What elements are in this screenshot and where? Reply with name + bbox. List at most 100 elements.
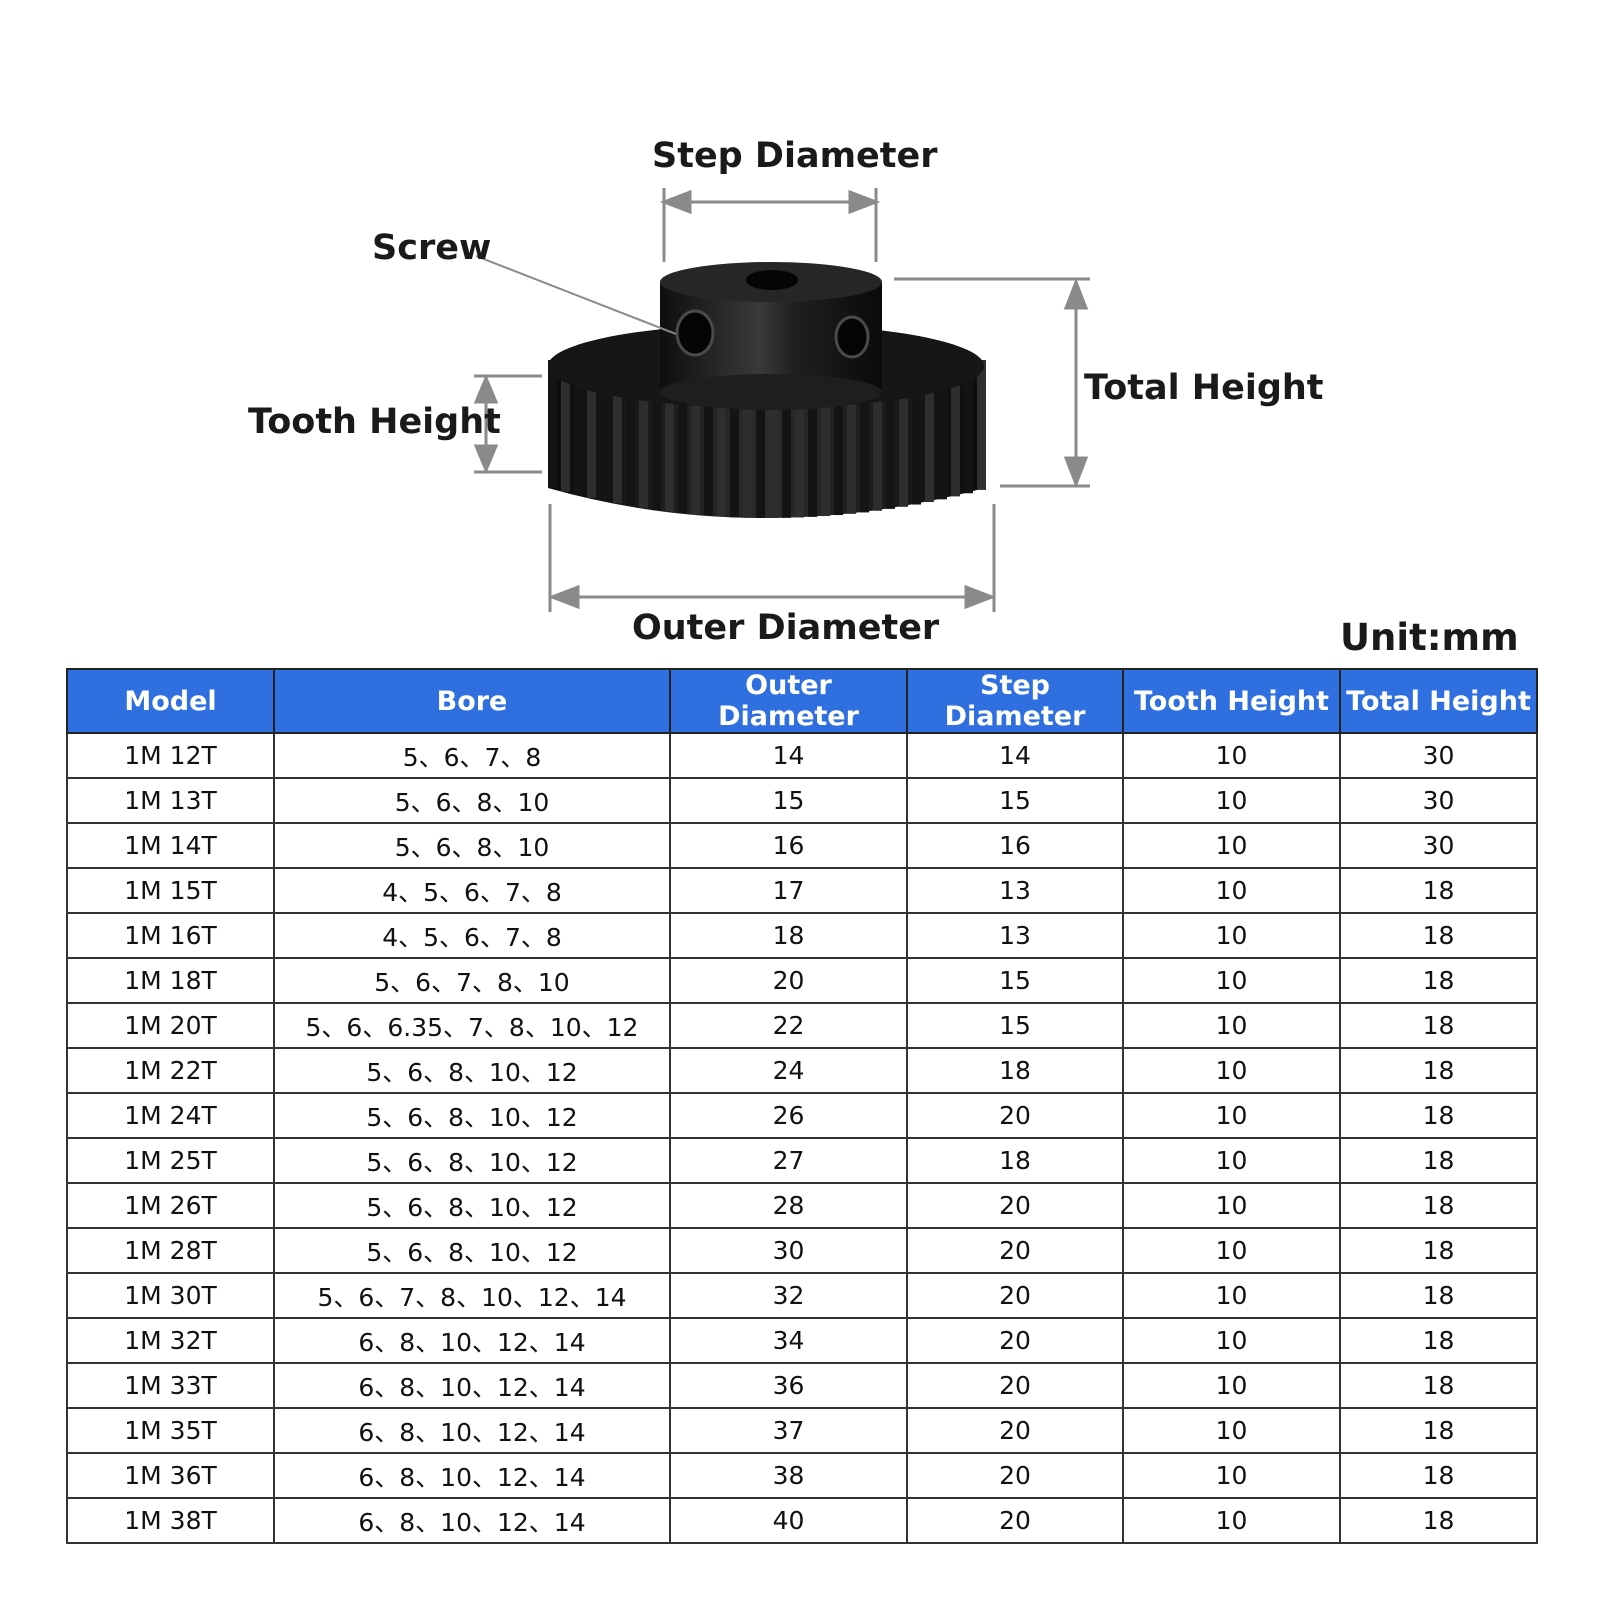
total-height-cell: 18 <box>1339 1362 1538 1409</box>
bore-cell: 6、8、10、12、14 <box>273 1362 671 1409</box>
tooth-height-cell: 10 <box>1122 1362 1341 1409</box>
gear-teeth <box>548 360 986 518</box>
gear-tooth <box>730 360 739 518</box>
outer-diameter-cell: 24 <box>669 1047 908 1094</box>
outer-diameter-cell: 40 <box>669 1497 908 1544</box>
model-cell: 1M 22T <box>66 1047 275 1094</box>
bore-cell: 5、6、7、8、10、12、14 <box>273 1272 671 1319</box>
step-diameter-cell: 16 <box>906 822 1124 869</box>
model-cell: 1M 30T <box>66 1272 275 1319</box>
set-screw-right <box>834 315 870 359</box>
header-bore: Bore <box>273 668 671 734</box>
outer-diameter-cell: 38 <box>669 1452 908 1499</box>
total-height-cell: 18 <box>1339 1002 1538 1049</box>
outer-diameter-cell: 36 <box>669 1362 908 1409</box>
unit-label: Unit:mm <box>1340 616 1519 659</box>
model-cell: 1M 36T <box>66 1452 275 1499</box>
bore-cell: 5、6、6.35、7、8、10、12 <box>273 1002 671 1049</box>
tooth-height-cell: 10 <box>1122 1137 1341 1184</box>
bore-cell: 5、6、8、10、12 <box>273 1227 671 1274</box>
gear-tooth <box>925 360 934 503</box>
screw-leader-line <box>475 255 677 335</box>
outer-diameter-cell: 22 <box>669 1002 908 1049</box>
tooth-height-cell: 10 <box>1122 777 1341 824</box>
model-cell: 1M 16T <box>66 912 275 959</box>
gear-tooth <box>808 360 817 517</box>
total-height-cell: 18 <box>1339 1317 1538 1364</box>
bore-cell: 5、6、8、10、12 <box>273 1047 671 1094</box>
total-height-label: Total Height <box>1084 368 1324 408</box>
step-diameter-cell: 20 <box>906 1272 1124 1319</box>
model-cell: 1M 20T <box>66 1002 275 1049</box>
tooth-height-cell: 10 <box>1122 1497 1341 1544</box>
gear-tooth <box>548 360 557 488</box>
bore-cell: 5、6、7、8 <box>273 732 671 779</box>
total-height-cell: 30 <box>1339 732 1538 779</box>
gear-tooth <box>587 360 596 498</box>
gear-tooth <box>626 360 635 506</box>
bore-cell: 5、6、7、8、10 <box>273 957 671 1004</box>
outer-diameter-cell: 17 <box>669 867 908 914</box>
tooth-height-cell: 10 <box>1122 1227 1341 1274</box>
total-height-cell: 18 <box>1339 1137 1538 1184</box>
bore-cell: 6、8、10、12、14 <box>273 1497 671 1544</box>
header-tooth-height: Tooth Height <box>1122 668 1341 734</box>
set-screw-left <box>675 309 715 357</box>
gear-tooth <box>574 360 583 495</box>
gear-tooth <box>561 360 570 492</box>
gear-image <box>548 262 986 518</box>
gear-tooth <box>704 360 713 516</box>
bore-cell: 5、6、8、10 <box>273 822 671 869</box>
bore-cell: 6、8、10、12、14 <box>273 1407 671 1454</box>
step-diameter-cell: 14 <box>906 732 1124 779</box>
gear-tooth <box>834 360 843 516</box>
total-height-cell: 18 <box>1339 867 1538 914</box>
header-step-diameter: Step Diameter <box>906 668 1124 734</box>
step-diameter-label: Step Diameter <box>652 136 938 176</box>
total-height-cell: 18 <box>1339 1047 1538 1094</box>
model-cell: 1M 33T <box>66 1362 275 1409</box>
gear-tooth <box>860 360 869 513</box>
tooth-height-cell: 10 <box>1122 1182 1341 1229</box>
outer-diameter-cell: 34 <box>669 1317 908 1364</box>
step-diameter-cell: 15 <box>906 1002 1124 1049</box>
step-diameter-cell: 20 <box>906 1182 1124 1229</box>
gear-tooth <box>652 360 661 510</box>
gear-tooth <box>613 360 622 504</box>
total-height-cell: 18 <box>1339 1407 1538 1454</box>
total-height-cell: 18 <box>1339 1272 1538 1319</box>
arrow-head <box>547 584 580 610</box>
step-diameter-cell: 20 <box>906 1227 1124 1274</box>
gear-tooth <box>678 360 687 514</box>
model-cell: 1M 25T <box>66 1137 275 1184</box>
screw-label: Screw <box>372 228 492 268</box>
arrow-head <box>848 189 881 215</box>
arrow-head <box>473 374 499 404</box>
tooth-height-label: Tooth Height <box>248 402 501 442</box>
outer-diameter-cell: 16 <box>669 822 908 869</box>
tooth-height-cell: 10 <box>1122 1002 1341 1049</box>
gear-tooth <box>964 360 973 494</box>
total-height-cell: 18 <box>1339 912 1538 959</box>
tooth-height-cell: 10 <box>1122 957 1341 1004</box>
step-diameter-cell: 13 <box>906 867 1124 914</box>
dimension-lines <box>473 188 1090 612</box>
gear-tooth <box>886 360 895 509</box>
bore-cell: 5、6、8、10、12 <box>273 1092 671 1139</box>
tooth-height-cell: 10 <box>1122 1272 1341 1319</box>
model-cell: 1M 35T <box>66 1407 275 1454</box>
outer-diameter-cell: 28 <box>669 1182 908 1229</box>
step-diameter-cell: 18 <box>906 1137 1124 1184</box>
total-height-cell: 18 <box>1339 1182 1538 1229</box>
gear-tooth <box>782 360 791 518</box>
total-height-cell: 18 <box>1339 1227 1538 1274</box>
gear-tooth <box>938 360 947 500</box>
